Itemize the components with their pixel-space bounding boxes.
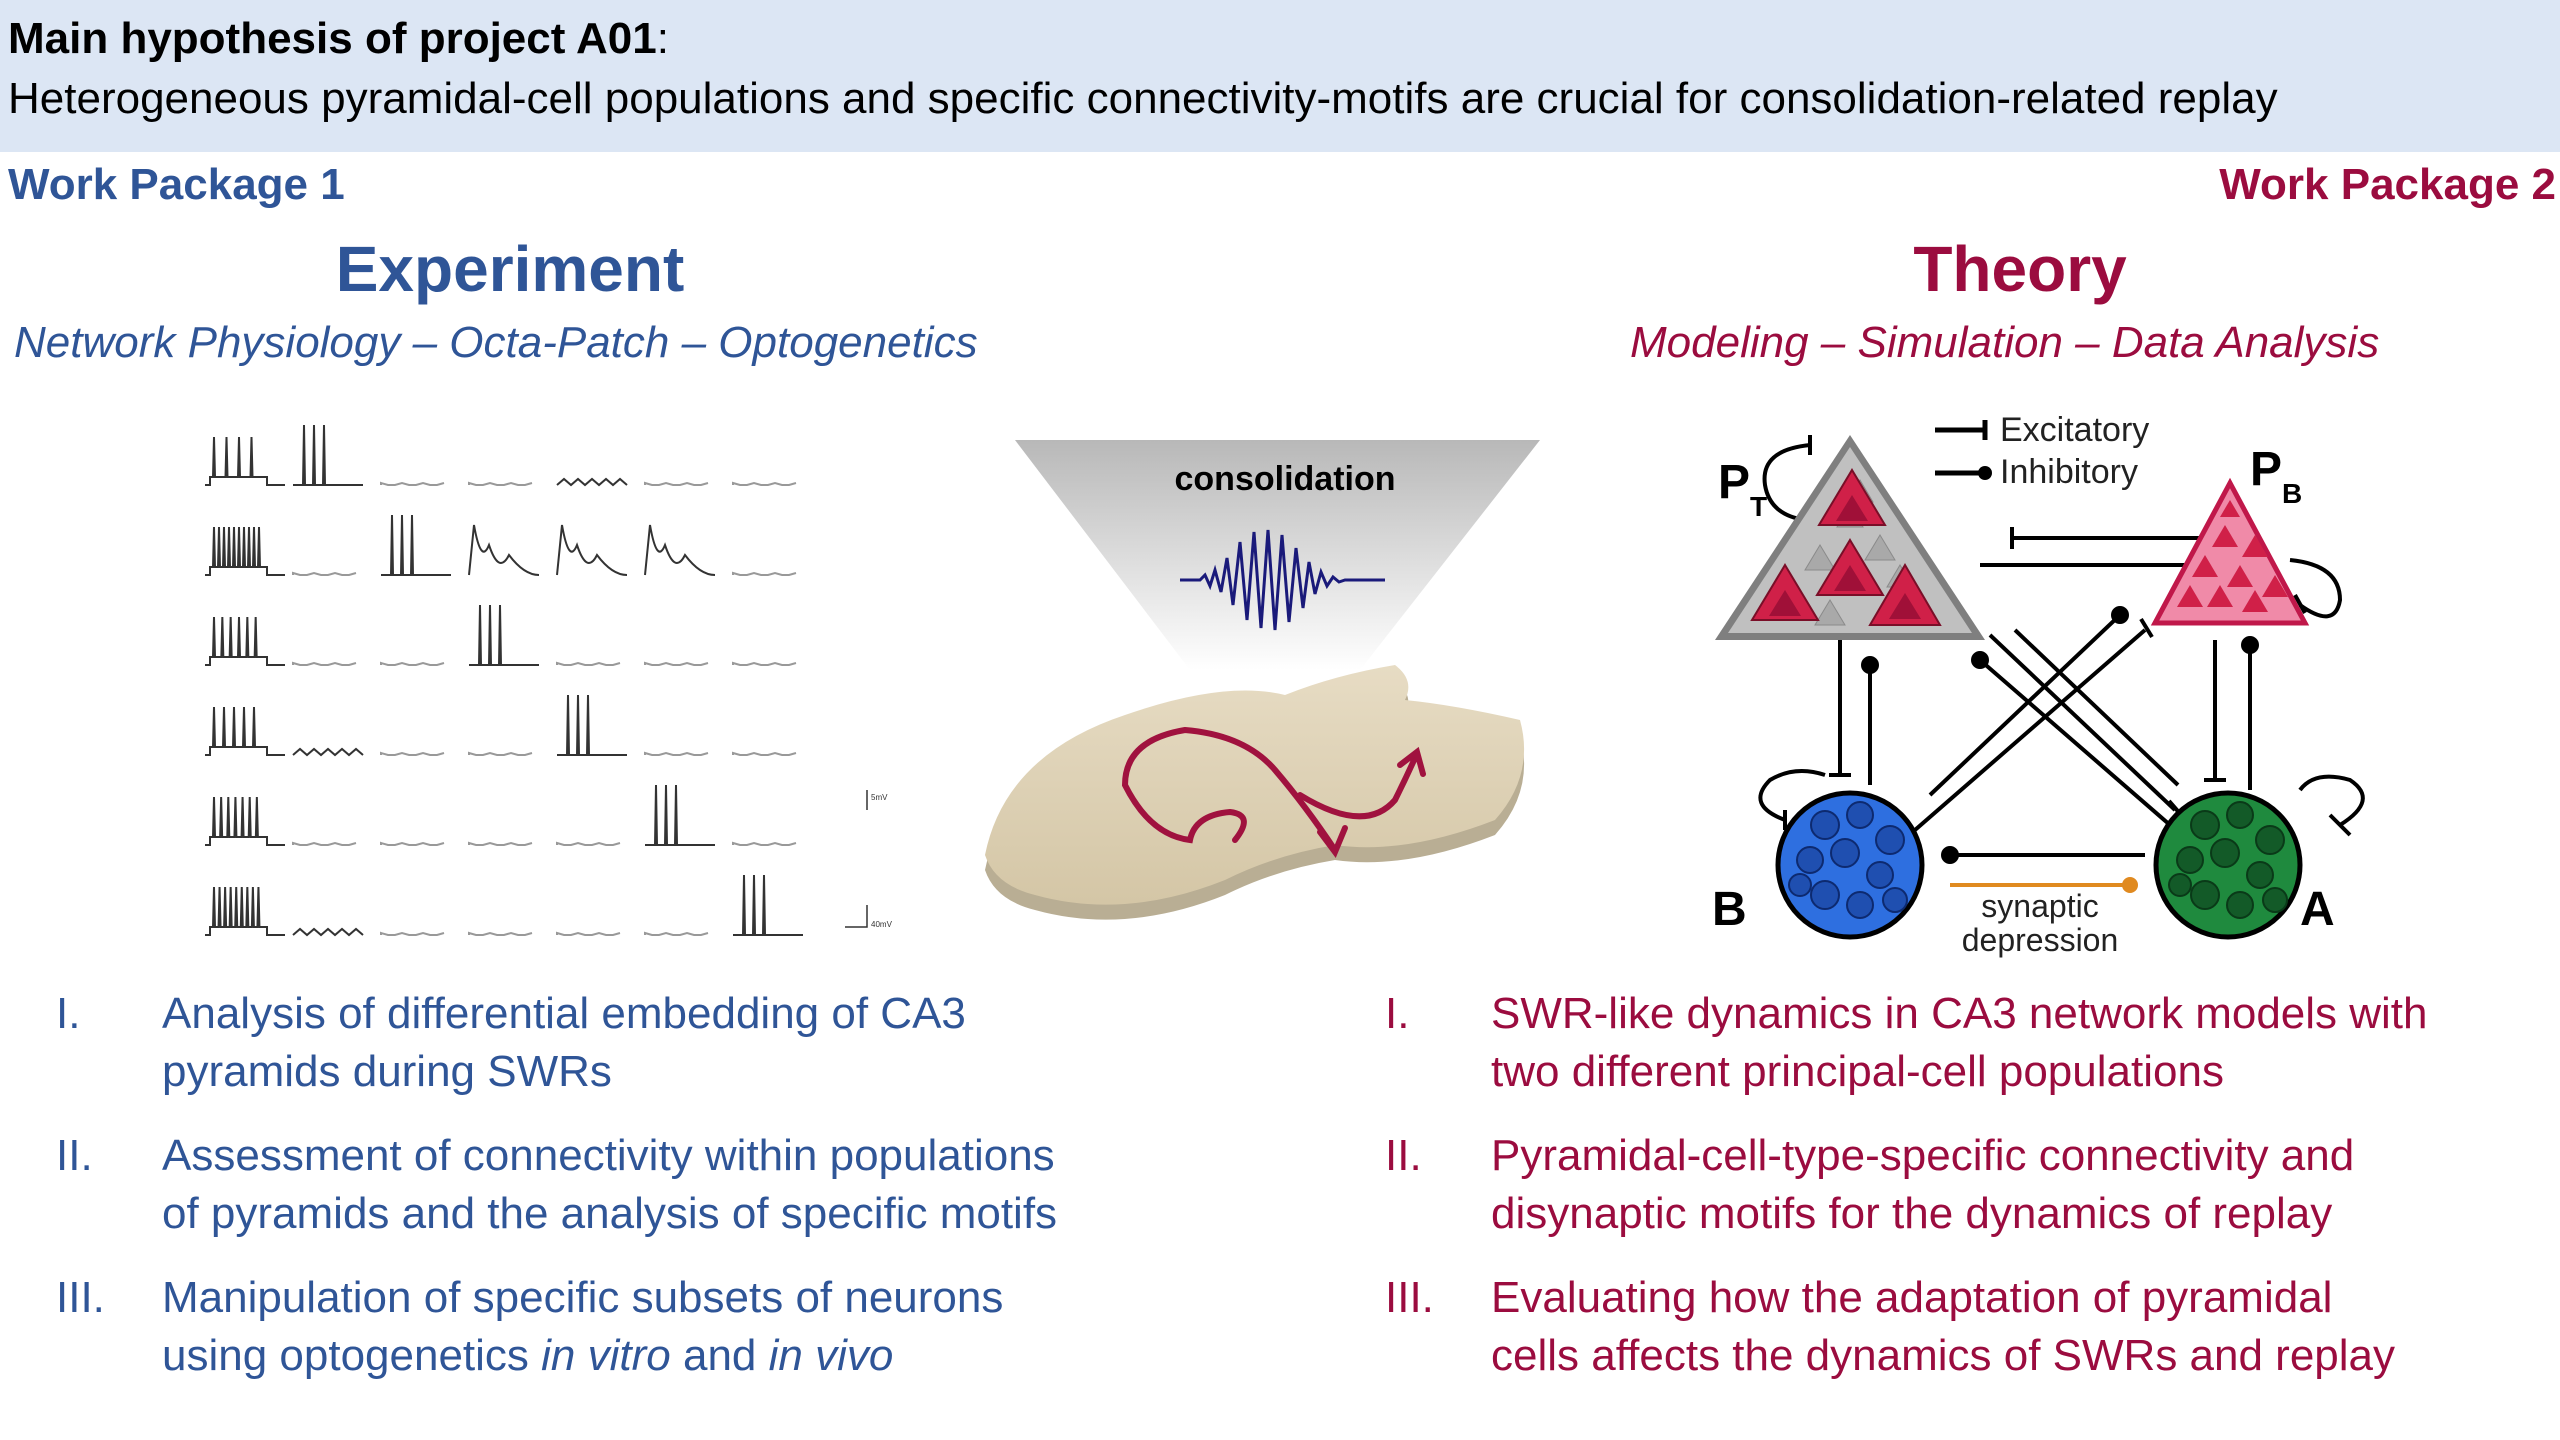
- legend-inhibitory-text: Inhibitory: [2000, 453, 2138, 491]
- scale-bar-2: [845, 905, 868, 928]
- legend-excitatory-text: Excitatory: [2000, 411, 2149, 449]
- syn-label-2: depression: [1962, 922, 2119, 958]
- hypothesis-banner: [0, 0, 2560, 152]
- pb-population: [2150, 477, 2310, 626]
- voltage-trace: [468, 931, 533, 936]
- patch-trace-grid: 5mV 40mV: [205, 424, 893, 937]
- voltage-trace: [732, 751, 797, 756]
- voltage-trace: [205, 616, 285, 666]
- voltage-trace: [644, 751, 709, 756]
- voltage-trace: [381, 514, 451, 576]
- replay-pathway-arrow: [1121, 726, 1426, 858]
- hypothesis-text: Heterogeneous pyramidal-cell populations…: [8, 74, 2278, 123]
- experiment-subtitle: Network Physiology – Octa-Patch – Optoge…: [14, 318, 978, 367]
- synaptic-depression-arrow: [1950, 877, 2138, 893]
- scale-label-1: 5mV: [871, 793, 888, 802]
- voltage-trace: [557, 694, 627, 756]
- voltage-trace: [292, 661, 357, 666]
- voltage-trace: [556, 841, 621, 846]
- voltage-trace: [205, 526, 285, 576]
- voltage-trace: [468, 841, 533, 846]
- voltage-trace: [205, 436, 285, 486]
- voltage-trace: [380, 751, 445, 756]
- b-population: [1775, 790, 1925, 940]
- voltage-trace: [380, 841, 445, 846]
- voltage-trace: [645, 784, 715, 846]
- voltage-trace: [468, 751, 533, 756]
- voltage-trace: [205, 796, 285, 846]
- experiment-title: Experiment: [335, 233, 685, 305]
- voltage-trace: [468, 524, 540, 576]
- voltage-trace: [556, 524, 628, 576]
- a-label: A: [2300, 883, 2335, 936]
- voltage-trace: [644, 524, 716, 576]
- hippocampus-illustration: consolidation: [985, 440, 1540, 920]
- voltage-trace: [292, 747, 364, 757]
- voltage-trace: [380, 481, 445, 486]
- wp2-label: Work Package 2: [2219, 160, 2556, 209]
- voltage-trace: [292, 571, 357, 576]
- connection-arrows: [1758, 435, 2365, 864]
- consolidation-label: consolidation: [1175, 460, 1396, 498]
- voltage-trace: [293, 424, 363, 486]
- voltage-trace: [556, 931, 621, 936]
- voltage-trace: [644, 931, 709, 936]
- legend-excitatory: Excitatory: [1935, 411, 2149, 449]
- pt-population: [1715, 435, 1985, 640]
- voltage-trace: [292, 927, 364, 937]
- voltage-trace: [556, 477, 628, 487]
- theory-title: Theory: [1913, 233, 2127, 305]
- a-population: [2153, 790, 2303, 940]
- theory-subtitle: Modeling – Simulation – Data Analysis: [1630, 318, 2380, 367]
- network-diagram: Excitatory Inhibitory syna: [1712, 411, 2365, 958]
- voltage-trace: [644, 661, 709, 666]
- voltage-trace: [732, 841, 797, 846]
- voltage-trace: [733, 874, 803, 936]
- b-label: B: [1712, 883, 1747, 936]
- wp1-label: Work Package 1: [8, 160, 345, 209]
- pt-label: PT: [1718, 456, 1767, 522]
- voltage-trace: [205, 886, 285, 936]
- voltage-trace: [292, 841, 357, 846]
- voltage-trace: [644, 481, 709, 486]
- voltage-trace: [205, 706, 285, 756]
- pb-label: PB: [2250, 443, 2302, 509]
- ripple-waveform: [1180, 529, 1385, 631]
- legend-inhibitory: Inhibitory: [1935, 453, 2138, 491]
- hippocampal-slice: [985, 665, 1525, 920]
- hypothesis-title: Main hypothesis of project A01:: [8, 14, 669, 63]
- scale-label-2: 40mV: [871, 920, 893, 929]
- voltage-trace: [380, 931, 445, 936]
- voltage-trace: [468, 481, 533, 486]
- voltage-trace: [556, 661, 621, 666]
- voltage-trace: [732, 571, 797, 576]
- voltage-trace: [732, 661, 797, 666]
- voltage-trace: [380, 661, 445, 666]
- syn-label-1: synaptic: [1981, 888, 2098, 924]
- voltage-trace: [732, 481, 797, 486]
- projection-cone: [1015, 440, 1540, 670]
- voltage-trace: [469, 604, 539, 666]
